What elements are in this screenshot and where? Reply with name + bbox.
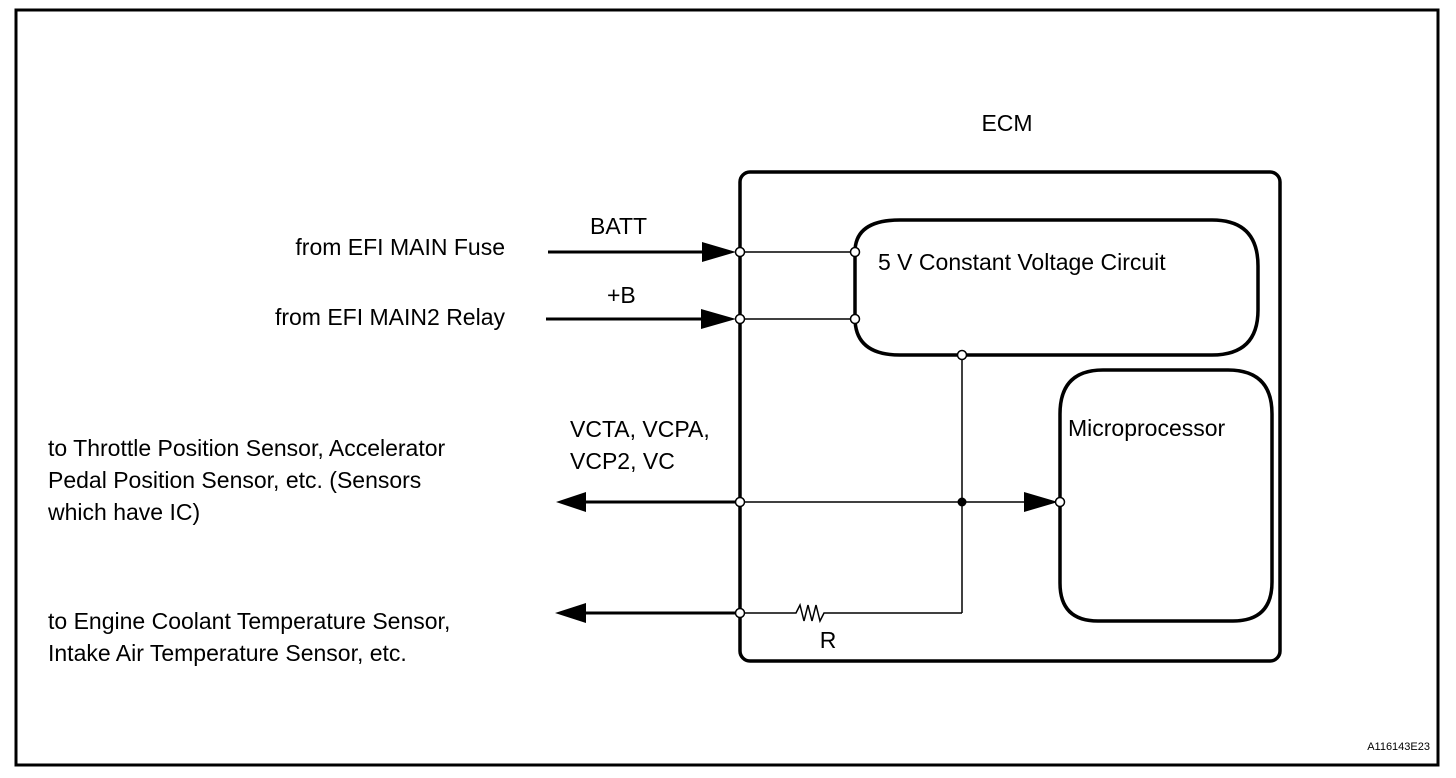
cv-circuit-output-pin	[956, 349, 968, 361]
constant-voltage-circuit-label: 5 V Constant Voltage Circuit	[878, 249, 1166, 275]
ecm-label: ECM	[981, 110, 1032, 136]
microprocessor-label: Microprocessor	[1068, 415, 1226, 441]
input-batt-arrow	[702, 242, 736, 262]
output-r-destination-line2: Intake Air Temperature Sensor, etc.	[48, 640, 407, 666]
input-plus-b-source: from EFI MAIN2 Relay	[275, 304, 506, 330]
output-vc-destination-line2: Pedal Position Sensor, etc. (Sensors	[48, 467, 421, 493]
microprocessor-input-arrow	[1024, 492, 1058, 512]
output-thermistor-supply: to Engine Coolant Temperature Sensor, In…	[48, 602, 962, 666]
input-batt-source: from EFI MAIN Fuse	[295, 234, 505, 260]
output-vc-destination-line3: which have IC)	[47, 499, 200, 525]
input-plus-b-arrow	[701, 309, 736, 329]
output-vc-arrow	[556, 492, 586, 512]
input-plus-b: from EFI MAIN2 Relay +B	[275, 282, 861, 330]
figure-code: A116143E23	[1367, 741, 1430, 753]
terminal-vc-label-line2: VCP2, VC	[570, 448, 675, 474]
input-batt: from EFI MAIN Fuse BATT	[295, 213, 861, 262]
constant-voltage-circuit-block	[853, 218, 1260, 357]
ecm-box	[738, 170, 1282, 663]
output-r-destination-line1: to Engine Coolant Temperature Sensor,	[48, 608, 450, 634]
terminal-batt-label: BATT	[590, 213, 647, 239]
junction-dot	[957, 497, 967, 507]
resistor-r-label: R	[820, 627, 837, 653]
terminal-plus-b-label: +B	[607, 282, 636, 308]
terminal-batt	[734, 246, 746, 258]
terminal-plus-b	[734, 313, 746, 325]
output-vc-destination-line1: to Throttle Position Sensor, Accelerator	[48, 435, 446, 461]
figure-frame	[14, 8, 1440, 767]
terminal-vc	[734, 496, 746, 508]
cv-circuit-batt-pin	[849, 246, 861, 258]
microprocessor-input-pin	[1054, 496, 1066, 508]
resistor-r	[740, 602, 962, 624]
output-vc: VCTA, VCPA, VCP2, VC to Throttle Positio…	[47, 416, 1066, 525]
output-r-arrow	[555, 603, 586, 623]
terminal-vc-label-line1: VCTA, VCPA,	[570, 416, 710, 442]
microprocessor-block	[1058, 368, 1274, 623]
terminal-r-output	[734, 607, 746, 619]
cv-circuit-plus-b-pin	[849, 313, 861, 325]
